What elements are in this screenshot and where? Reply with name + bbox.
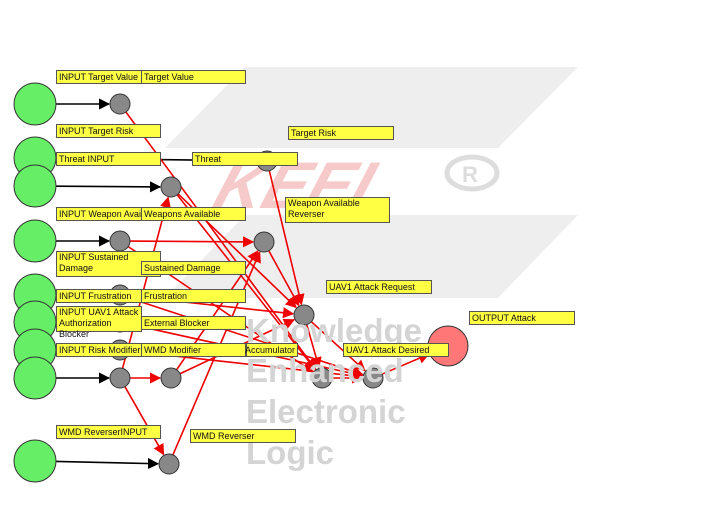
link-edge-wm1-tr — [121, 196, 171, 369]
label-uav1-attack-request[interactable]: UAV1 Attack Request — [326, 280, 432, 294]
label-weapon-available-reverser[interactable]: Weapon Available Reverser — [285, 197, 390, 223]
watermark-knowledge: Knowledge — [246, 312, 423, 349]
internal-node-wr[interactable] — [158, 453, 180, 475]
label-threat-input[interactable]: Threat INPUT — [56, 152, 161, 166]
internal-node-war[interactable] — [253, 231, 275, 253]
label-wmd-reverser[interactable]: WMD Reverser — [190, 429, 296, 443]
label-output-attack[interactable]: OUTPUT Attack — [469, 311, 575, 325]
registered-mark-icon: R — [444, 154, 500, 192]
input-node-in8[interactable] — [13, 356, 57, 400]
watermark-electronic: Electronic — [246, 393, 406, 430]
input-edge-in9-wr — [55, 457, 160, 470]
label-accumulator[interactable]: Accumulator — [245, 343, 298, 357]
link-edge-war-ur — [268, 250, 300, 307]
background-plane-top — [165, 67, 578, 148]
internal-node-tv[interactable] — [109, 93, 131, 115]
link-edge-wa-war — [129, 236, 255, 248]
internal-node-wm1[interactable] — [109, 367, 131, 389]
svg-text:R: R — [462, 162, 478, 187]
label-input-uav1-attack-authorization[interactable]: INPUT UAV1 Attack Authorization Blocker — [56, 306, 142, 339]
input-node-in4[interactable] — [13, 219, 57, 263]
input-node-in3[interactable] — [13, 164, 57, 208]
label-sustained-damage[interactable]: Sustained Damage — [141, 261, 246, 275]
internal-node-ud[interactable] — [362, 367, 384, 389]
link-edge-wm1-wr — [124, 386, 165, 456]
label-weapons-available[interactable]: Weapons Available — [141, 207, 246, 221]
label-wmd-modifier[interactable]: WMD Modifier — [141, 343, 246, 357]
link-edge-th-ur — [268, 170, 305, 306]
label-threat[interactable]: Threat — [192, 152, 298, 166]
label-input-frustration[interactable]: INPUT Frustration — [56, 289, 142, 303]
label-uav1-attack-desired[interactable]: UAV1 Attack Desired — [343, 343, 449, 357]
internal-node-wm2[interactable] — [160, 367, 182, 389]
label-input-weapon-available[interactable]: INPUT Weapon Available — [56, 207, 160, 221]
watermark-enhanced: Enhanced — [246, 352, 404, 389]
label-input-target-value[interactable]: INPUT Target Value — [56, 70, 142, 84]
label-input-target-risk[interactable]: INPUT Target Risk — [56, 124, 161, 138]
internal-node-tr[interactable] — [160, 176, 182, 198]
label-external-blocker[interactable]: External Blocker — [141, 316, 246, 330]
link-edge-fr-ud — [129, 297, 364, 377]
label-input-risk-modifier[interactable]: INPUT Risk Modifier — [56, 343, 142, 357]
input-node-in9[interactable] — [13, 439, 57, 483]
link-edge-ur-ud — [310, 321, 366, 372]
internal-node-wa[interactable] — [109, 230, 131, 252]
internal-node-ur[interactable] — [293, 304, 315, 326]
input-node-in1[interactable] — [13, 82, 57, 126]
label-frustration[interactable]: Frustration — [141, 289, 246, 303]
internal-node-acc[interactable] — [311, 367, 333, 389]
label-target-value[interactable]: Target Value — [141, 70, 246, 84]
link-edge-ud-out — [381, 353, 430, 375]
link-edge-ur-acc — [305, 324, 322, 369]
input-edge-in3-tr — [55, 181, 162, 193]
label-target-risk[interactable]: Target Risk — [288, 126, 394, 140]
label-wmd-reverser-input[interactable]: WMD ReverserINPUT — [56, 425, 161, 439]
